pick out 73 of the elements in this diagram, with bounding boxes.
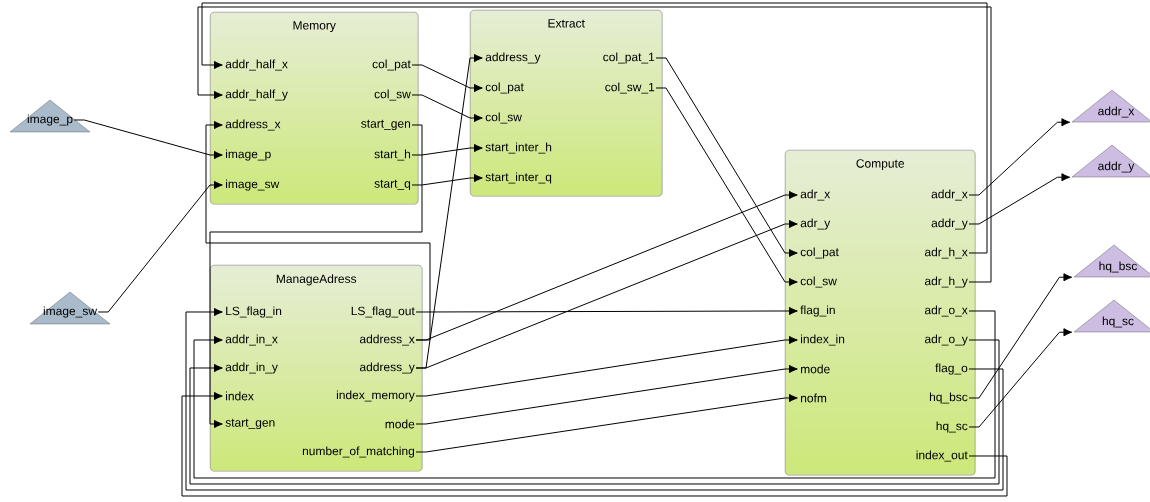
port-label: addr_in_y	[225, 362, 278, 374]
port-triangle: hq_bsc	[1073, 244, 1150, 278]
port-label: hq_bsc	[929, 392, 968, 404]
arrow	[73, 119, 223, 160]
port-label: index_in	[801, 334, 845, 346]
arrow	[415, 393, 798, 453]
port-label: index	[226, 391, 254, 401]
arrow	[415, 53, 483, 369]
arrow	[209, 124, 423, 429]
port-triangle: hq_sc	[1073, 299, 1150, 333]
port-label: adr_y	[800, 218, 831, 230]
port-label: address_x	[225, 119, 281, 131]
port-label: col_pat	[485, 82, 524, 94]
arrow	[415, 364, 798, 425]
arrow	[205, 120, 431, 341]
port-label: adr_o_y	[924, 334, 968, 346]
port-label: start_h	[374, 149, 411, 161]
port-triangle: addr_y	[1071, 144, 1150, 178]
arrow	[97, 180, 223, 313]
arrow	[968, 273, 1073, 399]
port-label: col_pat	[372, 59, 411, 71]
port-label: col_sw	[485, 112, 522, 124]
port-label: number_of_matching	[302, 446, 414, 458]
arrow	[189, 339, 1000, 485]
port-label: start_inter_h	[485, 142, 552, 154]
port-label: addr_x	[931, 189, 968, 201]
port-label: address_y	[359, 362, 415, 374]
port-label: flag_in	[800, 305, 835, 317]
arrow	[655, 57, 798, 258]
port-label: nofm	[801, 393, 827, 403]
port-label: index_out	[916, 450, 968, 462]
port-label: address_y	[485, 52, 541, 64]
arrow	[655, 87, 798, 287]
port-label: hq_sc	[936, 421, 968, 433]
port-label: addr_in_x	[225, 334, 278, 346]
port-label: mode	[801, 364, 830, 374]
port-label: start_gen	[225, 418, 275, 430]
port-label: index_memory	[336, 390, 415, 402]
port-triangle: image_p	[9, 99, 91, 133]
arrow	[181, 391, 1008, 497]
port-label: mode	[385, 419, 415, 429]
arrow	[968, 328, 1073, 428]
port-label: image_p	[226, 149, 271, 161]
port-label: col_pat_1	[603, 52, 655, 64]
arrow	[411, 173, 483, 186]
port-label: start_gen	[361, 119, 411, 131]
port-label: image_sw	[226, 179, 280, 191]
port-label: addr_half_x	[225, 59, 288, 71]
port-label: adr_x	[800, 189, 831, 201]
arrow	[968, 173, 1071, 225]
port-label: adr_o_x	[924, 305, 968, 317]
port-triangle: addr_x	[1071, 89, 1150, 123]
arrow	[415, 335, 798, 397]
port-triangle: image_sw	[29, 291, 111, 325]
arrow	[411, 64, 483, 93]
port-label: col_sw_1	[605, 82, 655, 94]
port-label: address_x	[359, 334, 415, 346]
port-label: flag_o	[935, 363, 968, 375]
port-label: col_pat	[800, 247, 839, 259]
port-label: col_sw	[800, 276, 837, 288]
arrow	[968, 118, 1071, 196]
port-label: start_q	[374, 179, 411, 191]
port-label: LS_flag_out	[351, 306, 415, 318]
port-label: start_inter_q	[485, 172, 552, 184]
port-label: addr_y	[931, 218, 968, 230]
arrow	[411, 94, 483, 123]
port-label: addr_half_y	[225, 89, 288, 101]
port-label: adr_h_y	[924, 276, 968, 288]
arrow	[415, 306, 798, 316]
port-label: adr_h_x	[924, 247, 968, 259]
port-label: LS_flag_in	[226, 306, 282, 318]
arrow	[411, 143, 483, 156]
port-label: col_sw	[374, 89, 411, 101]
